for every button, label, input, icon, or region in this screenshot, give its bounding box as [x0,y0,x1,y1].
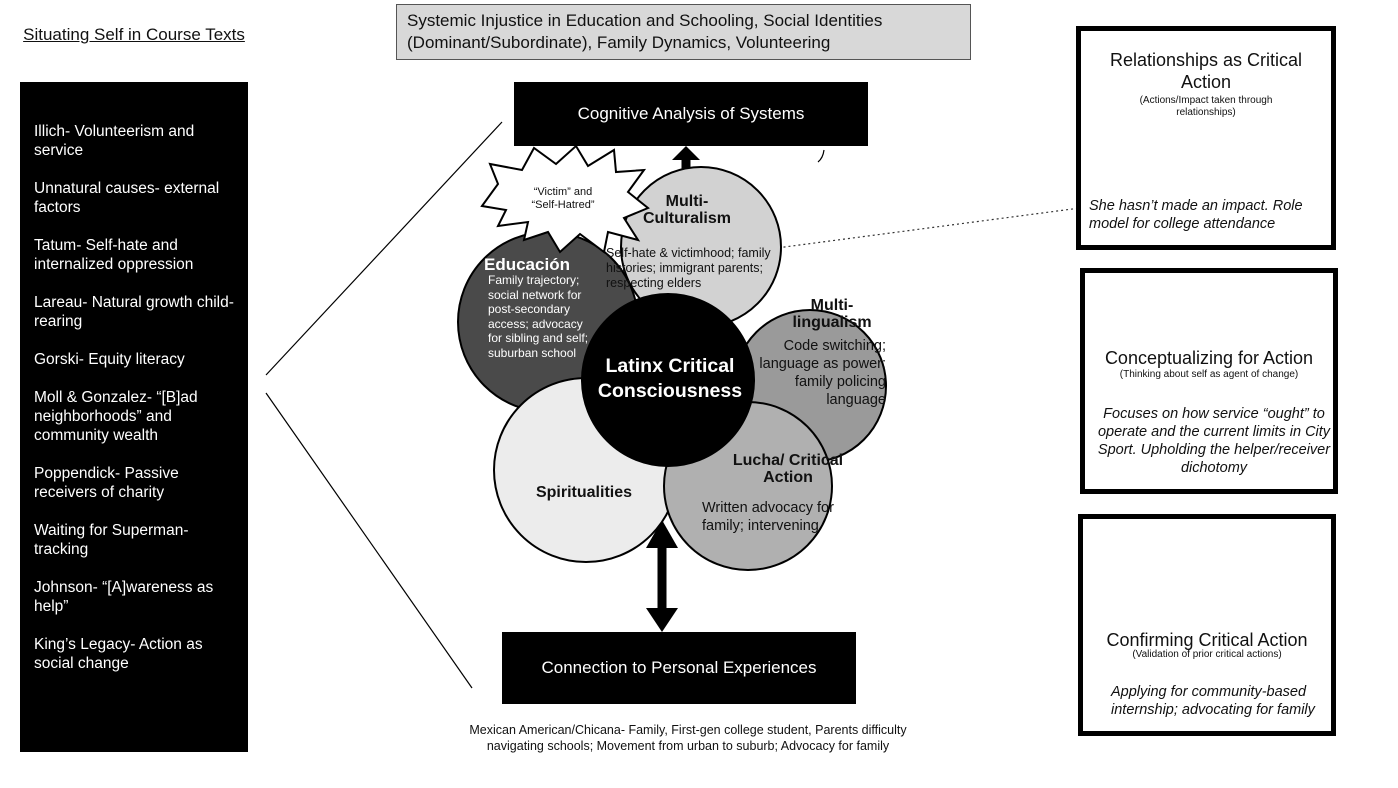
spiritualities-title: Spiritualities [535,484,633,501]
course-texts-panel: Illich- Volunteerism and service Unnatur… [20,82,248,752]
course-texts-title: Situating Self in Course Texts [23,25,245,44]
course-text-item: Waiting for Superman- tracking [34,522,189,558]
personal-experiences-box: Connection to Personal Experiences [502,632,856,704]
course-text-item: Lareau- Natural growth child-rearing [34,294,234,330]
educacion-text: Family trajectory; social network for po… [488,273,589,360]
confirming-subtitle: (Validation of prior critical actions) [1132,649,1282,660]
topics-box: Systemic Injustice in Education and Scho… [396,4,971,60]
confirming-panel: Confirming Critical Action (Validation o… [1078,514,1336,736]
course-texts-list: Illich- Volunteerism and service Unnatur… [20,82,248,673]
course-text-item: King’s Legacy- Action as social change [34,636,203,672]
confirming-title: Confirming Critical Action [1106,630,1308,650]
circle-center [581,293,755,467]
expansion-line-top [265,121,503,376]
relationships-panel: Relationships as Critical Action (Action… [1076,26,1336,250]
conceptualizing-title: Conceptualizing for Action [1104,348,1314,368]
course-text-item: Johnson- “[A]wareness as help” [34,579,214,615]
educacion-title: Educación [484,255,570,274]
personal-experiences-caption: Mexican American/Chicana- Family, First-… [469,723,907,753]
course-text-item: Unnatural causes- external factors [34,180,220,216]
cognitive-analysis-box: Cognitive Analysis of Systems [514,82,868,146]
multiculturalism-text: Self-hate & victimhood; family histories… [606,246,771,290]
confirming-note: Applying for community-based internship;… [1111,684,1315,718]
expansion-line-bottom [265,392,473,689]
multiculturalism-title: Multi-Culturalism [642,193,731,227]
dotted-connector [609,207,1081,271]
multilingualism-title: Multi-lingualism [792,297,872,331]
arrow-up-head [672,146,700,160]
lucha-title: Lucha/ Critical Action [732,452,844,486]
course-text-item: Poppendick- Passive receivers of charity [34,465,179,501]
cognitive-analysis-label: Cognitive Analysis of Systems [577,104,805,123]
course-text-item: Moll & Gonzalez- “[B]ad neighborhoods” a… [34,389,198,444]
relationships-note: She hasn’t made an impact. Role model fo… [1089,198,1303,232]
conceptualizing-note: Focuses on how service “ought” to operat… [1097,406,1331,476]
relationships-title: Relationships as Critical Action [1109,50,1303,92]
conceptualizing-panel: Conceptualizing for Action (Thinking abo… [1080,268,1338,494]
lucha-text: Written advocacy for family; intervening [702,500,834,534]
arrow-double-head-bottom [646,608,678,632]
arrow-double-head-top [646,520,678,548]
personal-experiences-label: Connection to Personal Experiences [541,658,817,677]
conceptualizing-subtitle: (Thinking about self as agent of change) [1119,369,1299,380]
course-text-item: Gorski- Equity literacy [34,351,185,368]
starburst-label: “Victim” and “Self-Hatred” [531,186,595,211]
starburst-shape [480,144,650,254]
course-text-item: Illich- Volunteerism and service [34,123,195,159]
multilingualism-text: Code switching; language as power; famil… [759,338,886,408]
tick-mark [817,149,825,163]
relationships-subtitle: (Actions/Impact taken through relationsh… [1139,95,1273,118]
course-text-item: Tatum- Self-hate and internalized oppres… [34,237,194,273]
center-title: Latinx Critical Consciousness [597,355,743,402]
